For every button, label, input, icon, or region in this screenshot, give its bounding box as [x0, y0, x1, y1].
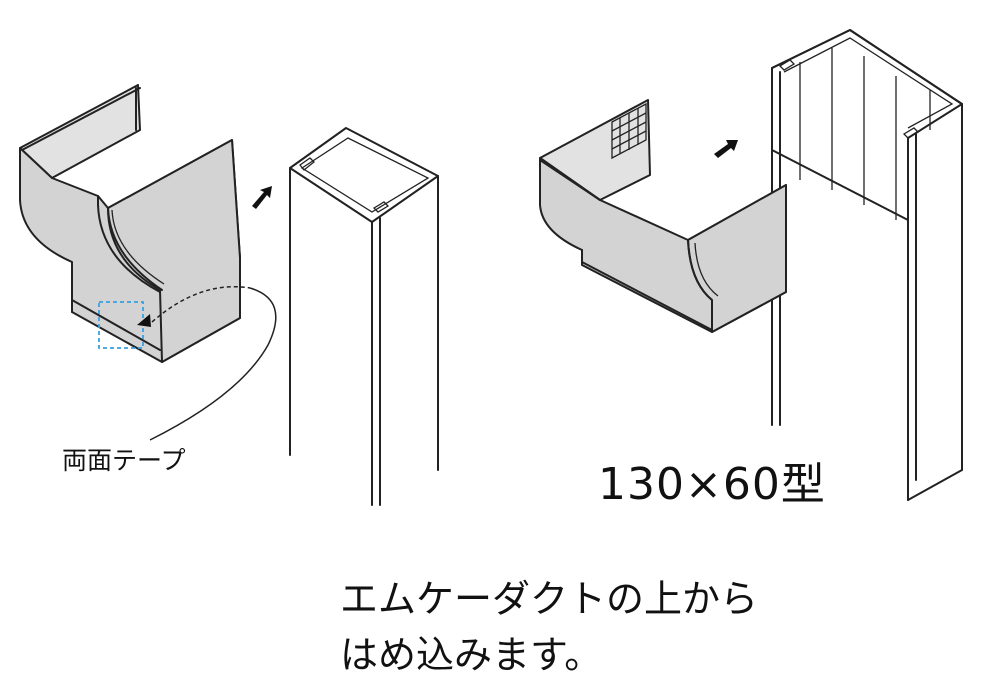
left-duct — [289, 127, 439, 506]
left-cover-fitting — [19, 84, 241, 363]
right-duct — [771, 29, 963, 501]
left-insert-arrow — [252, 186, 272, 209]
instruction-line-1: エムケーダクトの上から — [340, 577, 759, 621]
grid-net — [611, 102, 647, 160]
right-cover-fitting — [539, 99, 787, 333]
model-label: 130×60型 — [598, 459, 826, 510]
right-insert-arrow — [714, 140, 738, 158]
tape-leader-line — [149, 285, 277, 441]
tape-label: 両面テープ — [62, 446, 186, 475]
instruction-line-2: はめ込みます。 — [340, 633, 603, 677]
